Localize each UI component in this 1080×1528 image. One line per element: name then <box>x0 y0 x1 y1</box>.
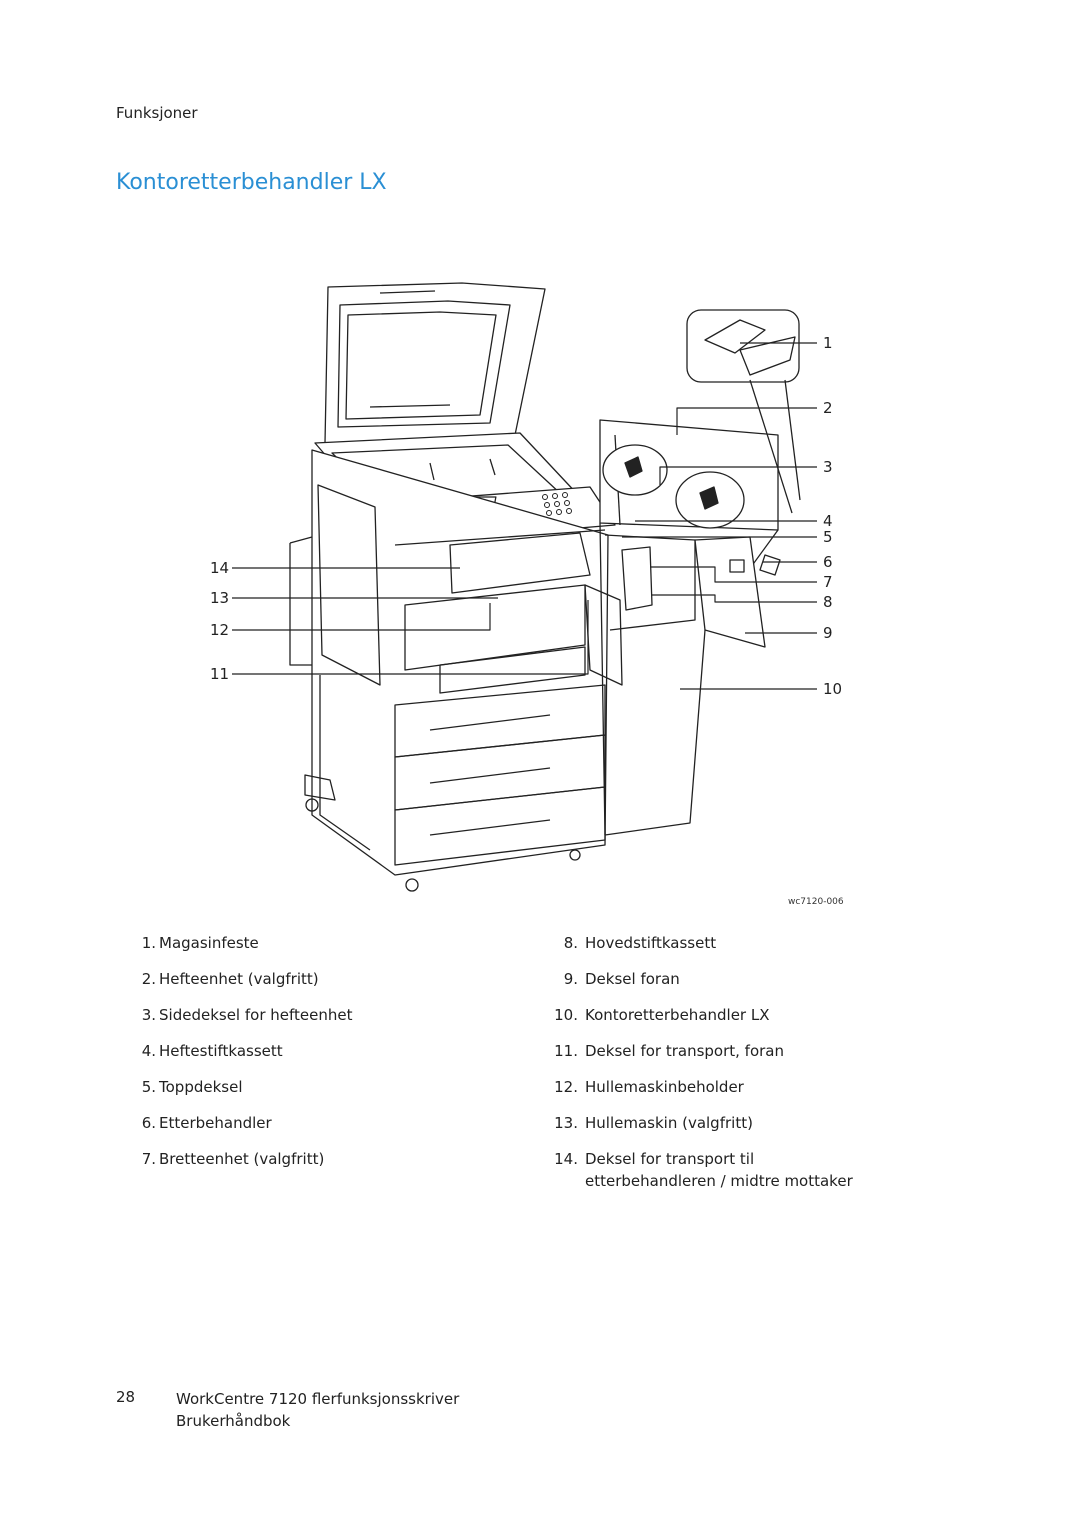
callout-numbers-left: 14 13 12 11 <box>210 559 229 683</box>
legend-right: 8.Hovedstiftkassett 9.Deksel foran 10.Ko… <box>540 932 980 1192</box>
legend-item: 11.Deksel for transport, foran <box>554 1042 785 1060</box>
callout-5: 5 <box>823 528 833 546</box>
callout-7: 7 <box>823 573 833 591</box>
printer-illustration: 1 2 3 4 5 6 7 8 9 10 14 13 12 11 <box>190 275 870 915</box>
printer-body <box>289 449 623 892</box>
callout-12: 12 <box>210 621 229 639</box>
finisher-unit <box>599 309 801 836</box>
callout-10: 10 <box>823 680 842 698</box>
footer-title: WorkCentre 7120 flerfunksjonsskriver Bru… <box>176 1388 459 1432</box>
callout-numbers-right: 1 2 3 4 5 6 7 8 9 10 <box>823 334 842 698</box>
legend-item: 14.Deksel for transport til etterbehandl… <box>554 1150 853 1190</box>
callout-2: 2 <box>823 399 833 417</box>
footer-line-1: WorkCentre 7120 flerfunksjonsskriver <box>176 1390 460 1408</box>
legend-item: 5.Toppdeksel <box>141 1078 243 1096</box>
callout-13: 13 <box>210 589 229 607</box>
figure-id: wc7120-006 <box>788 897 844 907</box>
page-title: Kontoretterbehandler LX <box>116 170 387 195</box>
callout-11: 11 <box>210 665 229 683</box>
page-number: 28 <box>116 1388 136 1406</box>
document-feeder-lid <box>324 282 546 444</box>
legend-item: 4.Heftestiftkassett <box>141 1042 283 1060</box>
legend-item: 1.Magasinfeste <box>141 934 259 952</box>
legend-item: 6.Etterbehandler <box>141 1114 272 1132</box>
callout-14: 14 <box>210 559 229 577</box>
legend-left: 1.Magasinfeste 2.Hefteenhet (valgfritt) … <box>116 932 536 1184</box>
legend-item: 7.Bretteenhet (valgfritt) <box>141 1150 325 1168</box>
legend-item: 2.Hefteenhet (valgfritt) <box>141 970 319 988</box>
legend-item: 12.Hullemaskinbeholder <box>554 1078 744 1096</box>
callout-6: 6 <box>823 553 833 571</box>
footer-line-2: Brukerhåndbok <box>176 1412 291 1430</box>
callout-1: 1 <box>823 334 833 352</box>
legend-item: 3.Sidedeksel for hefteenhet <box>141 1006 353 1024</box>
legend-item: 8.Hovedstiftkassett <box>563 934 717 952</box>
callout-8: 8 <box>823 593 833 611</box>
legend-item: 9.Deksel foran <box>563 970 680 988</box>
callout-3: 3 <box>823 458 833 476</box>
legend-item: 13.Hullemaskin (valgfritt) <box>554 1114 753 1132</box>
callout-lines-left <box>232 567 589 675</box>
callout-lines-right <box>622 342 817 690</box>
legend-item: 10.Kontoretterbehandler LX <box>554 1006 770 1024</box>
callout-4: 4 <box>823 512 833 530</box>
callout-9: 9 <box>823 624 833 642</box>
section-header: Funksjoner <box>116 104 198 122</box>
